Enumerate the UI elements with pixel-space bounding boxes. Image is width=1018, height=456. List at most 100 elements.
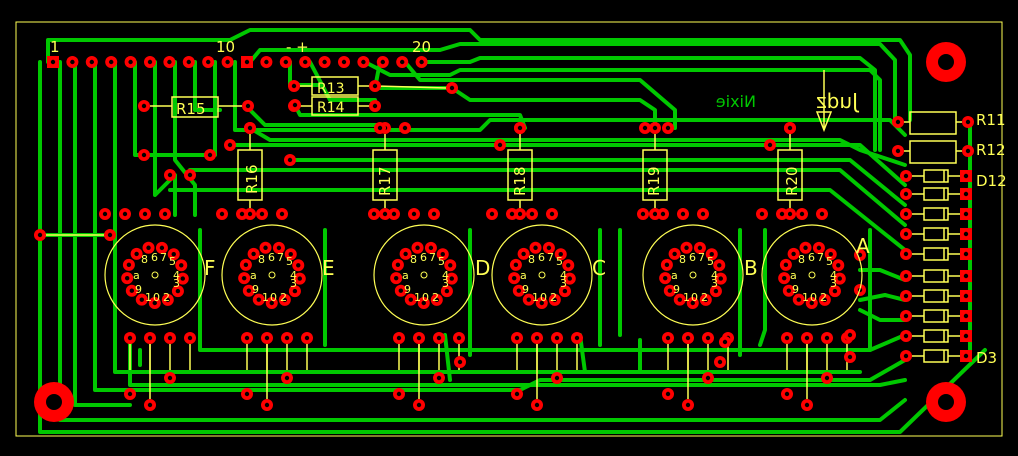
tube-digit-label: 6 — [268, 251, 275, 264]
tube-digit-label: 2 — [280, 291, 287, 304]
tube-digit-label: 5 — [826, 255, 833, 268]
tube-digit-label: 3 — [560, 277, 567, 290]
tube-digit-label: 7 — [817, 251, 824, 264]
tube-digit-label: 0 — [153, 291, 160, 304]
board-title-nixie: Nixie — [716, 92, 756, 111]
header-pin-label-1: 1 — [50, 38, 60, 56]
copper-trace — [403, 60, 677, 130]
diode-label-d12: D12 — [976, 172, 1007, 190]
tube-digit-label: 8 — [798, 253, 805, 266]
copper-trace — [248, 126, 907, 167]
silk-outline — [171, 96, 219, 118]
tube-digit-label: 9 — [135, 283, 142, 296]
copper-trace — [758, 228, 767, 347]
tube-digit-label: 5 — [556, 255, 563, 268]
board-author-text: Judz — [816, 89, 860, 113]
copper-trace — [288, 158, 907, 207]
header-pin-label-power: - + — [286, 38, 309, 56]
resistor-label-r19: R19 — [645, 166, 663, 196]
tube-letter-a: A — [856, 234, 870, 258]
tube-letter-c: C — [592, 256, 606, 280]
tube-digit-label: 7 — [160, 251, 167, 264]
copper-trace — [173, 60, 197, 217]
copper-trace — [228, 143, 907, 187]
tube-digit-label: 9 — [792, 283, 799, 296]
resistor-label-r13: R13 — [317, 81, 345, 97]
resistor-label-r18: R18 — [511, 166, 529, 196]
tube-digit-label: a — [133, 269, 140, 282]
tube-digit-label: a — [671, 269, 678, 282]
copper-trace — [418, 56, 877, 152]
tube-digit-label: a — [520, 269, 527, 282]
copper-trace — [188, 168, 907, 227]
tube-letter-e: E — [322, 256, 335, 280]
tube-digit-label: 2 — [432, 291, 439, 304]
tube-digit-label: 5 — [707, 255, 714, 268]
tube-digit-label: 4 — [560, 269, 567, 282]
tube-digit-label: 8 — [410, 253, 417, 266]
tube-digit-label: 2 — [163, 291, 170, 304]
tube-digit-label: 5 — [169, 255, 176, 268]
tube-digit-label: a — [402, 269, 409, 282]
tube-digit-label: 9 — [522, 283, 529, 296]
copper-trace — [133, 60, 212, 157]
copper-trace — [113, 60, 862, 374]
tube-digit-label: 1 — [532, 291, 539, 304]
tube-digit-label: 2 — [550, 291, 557, 304]
tube-digit-label: 3 — [442, 277, 449, 290]
tube-digit-label: 6 — [538, 251, 545, 264]
copper-trace — [168, 188, 907, 252]
resistor-label-r12: R12 — [976, 141, 1006, 159]
tube-letter-d: D — [475, 256, 490, 280]
tube-digit-label: 0 — [270, 291, 277, 304]
tube-digit-label: 7 — [277, 251, 284, 264]
copper-trace — [858, 308, 907, 322]
copper-trace — [363, 60, 882, 152]
tube-digit-label: 5 — [286, 255, 293, 268]
tube-digit-label: 6 — [151, 251, 158, 264]
tube-digit-label: 4 — [830, 269, 837, 282]
tube-digit-label: 3 — [290, 277, 297, 290]
resistor-label-r17: R17 — [376, 166, 394, 196]
tube-digit-label: 1 — [145, 291, 152, 304]
board-outline — [15, 21, 1003, 437]
tube-digit-label: 8 — [258, 253, 265, 266]
resistor-label-r16: R16 — [243, 164, 261, 194]
tube-digit-label: 4 — [442, 269, 449, 282]
tube-digit-label: 3 — [711, 277, 718, 290]
copper-trace — [308, 60, 377, 102]
copper-trace — [153, 60, 177, 217]
copper-trace — [193, 60, 222, 112]
tube-digit-label: 1 — [262, 291, 269, 304]
tube-digit-label: 6 — [689, 251, 696, 264]
resistor-label-r14: R14 — [317, 100, 345, 116]
down-arrow-icon — [815, 70, 833, 133]
tube-digit-label: 7 — [429, 251, 436, 264]
tube-digit-label: 1 — [414, 291, 421, 304]
diode-label-d3: D3 — [976, 349, 997, 367]
tube-digit-label: 6 — [808, 251, 815, 264]
resistor-label-r20: R20 — [783, 166, 801, 196]
tube-digit-label: 8 — [679, 253, 686, 266]
tube-digit-label: 8 — [528, 253, 535, 266]
tube-digit-label: 3 — [830, 277, 837, 290]
tube-digit-label: 3 — [173, 277, 180, 290]
tube-letter-b: B — [744, 256, 758, 280]
tube-digit-label: 7 — [547, 251, 554, 264]
tube-digit-label: 8 — [141, 253, 148, 266]
silkscreen-layer — [46, 76, 962, 399]
tube-digit-label: 0 — [691, 291, 698, 304]
tube-digit-label: 9 — [252, 283, 259, 296]
copper-trace — [46, 28, 912, 122]
copper-traces — [38, 28, 987, 434]
resistor-label-r11: R11 — [976, 111, 1006, 129]
tube-digit-label: 4 — [290, 269, 297, 282]
tube-digit-label: 0 — [422, 291, 429, 304]
tube-digit-label: a — [790, 269, 797, 282]
tube-digit-label: 4 — [173, 269, 180, 282]
